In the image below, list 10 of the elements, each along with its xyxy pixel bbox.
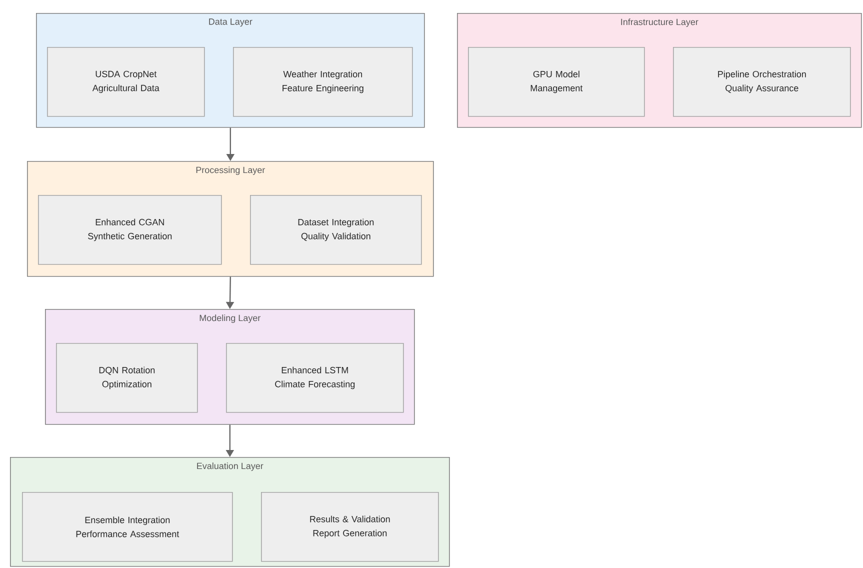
component-box: Ensemble Integration Performance Assessment (22, 492, 233, 562)
component-box: Dataset Integration Quality Validation (250, 195, 422, 265)
component-box: Results & Validation Report Generation (261, 492, 439, 562)
component-box: Pipeline Orchestration Quality Assurance (673, 47, 851, 117)
component-box: Enhanced LSTM Climate Forecasting (226, 343, 404, 413)
component-box: Enhanced CGAN Synthetic Generation (38, 195, 222, 265)
component-box: USDA CropNet Agricultural Data (47, 47, 205, 117)
component-box: DQN Rotation Optimization (56, 343, 198, 413)
component-box: GPU Model Management (468, 47, 645, 117)
component-box: Weather Integration Feature Engineering (233, 47, 413, 117)
